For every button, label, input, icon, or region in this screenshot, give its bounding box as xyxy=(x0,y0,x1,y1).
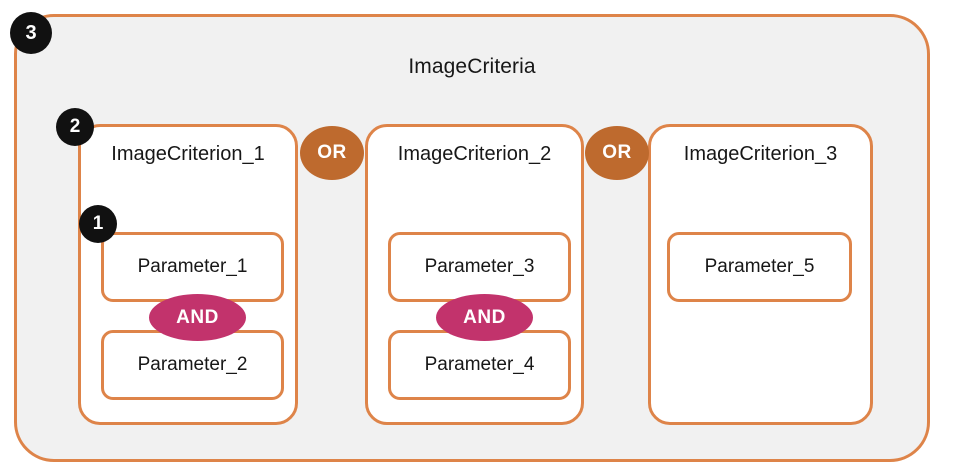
image-criterion-1-label: ImageCriterion_1 xyxy=(111,143,265,165)
parameter-3-box[interactable]: Parameter_3 xyxy=(388,232,571,302)
parameter-5-box[interactable]: Parameter_5 xyxy=(667,232,852,302)
parameter-2-box[interactable]: Parameter_2 xyxy=(101,330,284,400)
image-criterion-2-label: ImageCriterion_2 xyxy=(397,143,552,165)
image-criteria-title: ImageCriteria xyxy=(408,55,536,78)
badge-level-2: 2 xyxy=(56,108,94,146)
badge-level-1: 1 xyxy=(79,205,117,243)
parameter-1-box[interactable]: Parameter_1 xyxy=(101,232,284,302)
or-operator-node-1[interactable]: OR xyxy=(300,126,364,180)
parameter-4-box[interactable]: Parameter_4 xyxy=(388,330,571,400)
badge-level-3: 3 xyxy=(10,12,52,54)
image-criterion-3-label: ImageCriterion_3 xyxy=(683,143,838,165)
and-operator-node-1[interactable]: AND xyxy=(149,294,246,341)
or-operator-node-2[interactable]: OR xyxy=(585,126,649,180)
and-operator-node-2[interactable]: AND xyxy=(436,294,533,341)
